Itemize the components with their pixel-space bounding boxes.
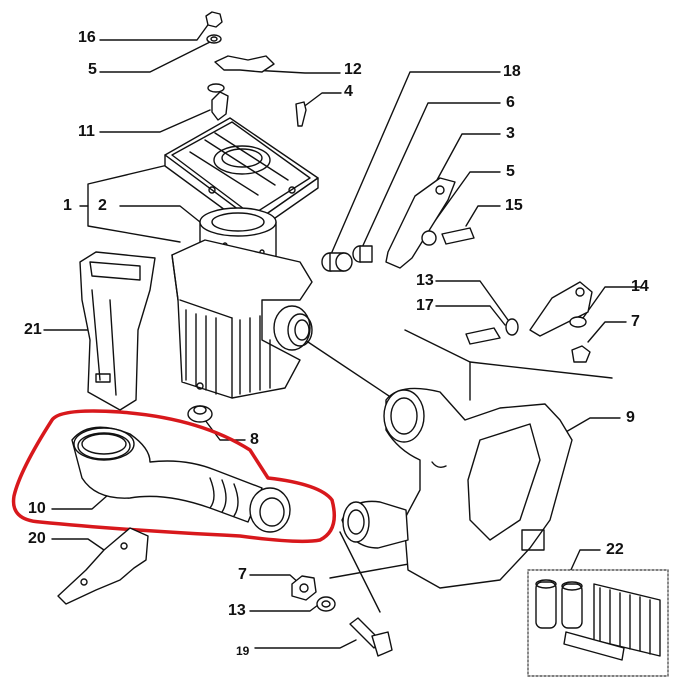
callout-15: 15	[505, 197, 523, 214]
callout-17: 17	[416, 297, 434, 314]
callout-14: 14	[631, 278, 649, 295]
callout-10: 10	[28, 500, 46, 517]
callout-7-bottom: 7	[238, 566, 247, 583]
callout-19: 19	[236, 644, 250, 658]
callout-20: 20	[28, 530, 46, 547]
top-hardware	[205, 11, 307, 127]
callout-21: 21	[24, 321, 42, 338]
callout-13-right: 13	[416, 272, 434, 289]
callout-8: 8	[250, 431, 259, 448]
callout-22: 22	[606, 541, 624, 558]
bracket-14	[465, 281, 593, 363]
duct-21	[79, 251, 156, 411]
callout-1: 1	[63, 197, 72, 214]
bottom-hardware	[291, 575, 393, 657]
air-box-housing	[171, 239, 313, 399]
callout-7-right: 7	[631, 313, 640, 330]
callout-18: 18	[503, 63, 521, 80]
callout-13-bottom: 13	[228, 602, 246, 619]
callout-3: 3	[506, 125, 515, 142]
hose-10	[71, 426, 291, 533]
callout-6: 6	[506, 94, 515, 111]
callout-4: 4	[344, 83, 353, 100]
grommet-8	[187, 405, 213, 423]
callout-5-right: 5	[506, 163, 515, 180]
resonator-9	[341, 387, 573, 589]
callout-12: 12	[344, 61, 362, 78]
bracket-hardware	[321, 177, 475, 272]
callout-2: 2	[98, 197, 107, 214]
callout-16: 16	[78, 29, 96, 46]
callout-9: 9	[626, 409, 635, 426]
highlight-outline	[11, 409, 336, 544]
callout-11: 11	[78, 123, 95, 140]
callout-5-top: 5	[88, 61, 97, 78]
service-kit-box	[527, 569, 669, 677]
leader-lines	[43, 21, 641, 649]
bracket-20	[57, 527, 149, 605]
